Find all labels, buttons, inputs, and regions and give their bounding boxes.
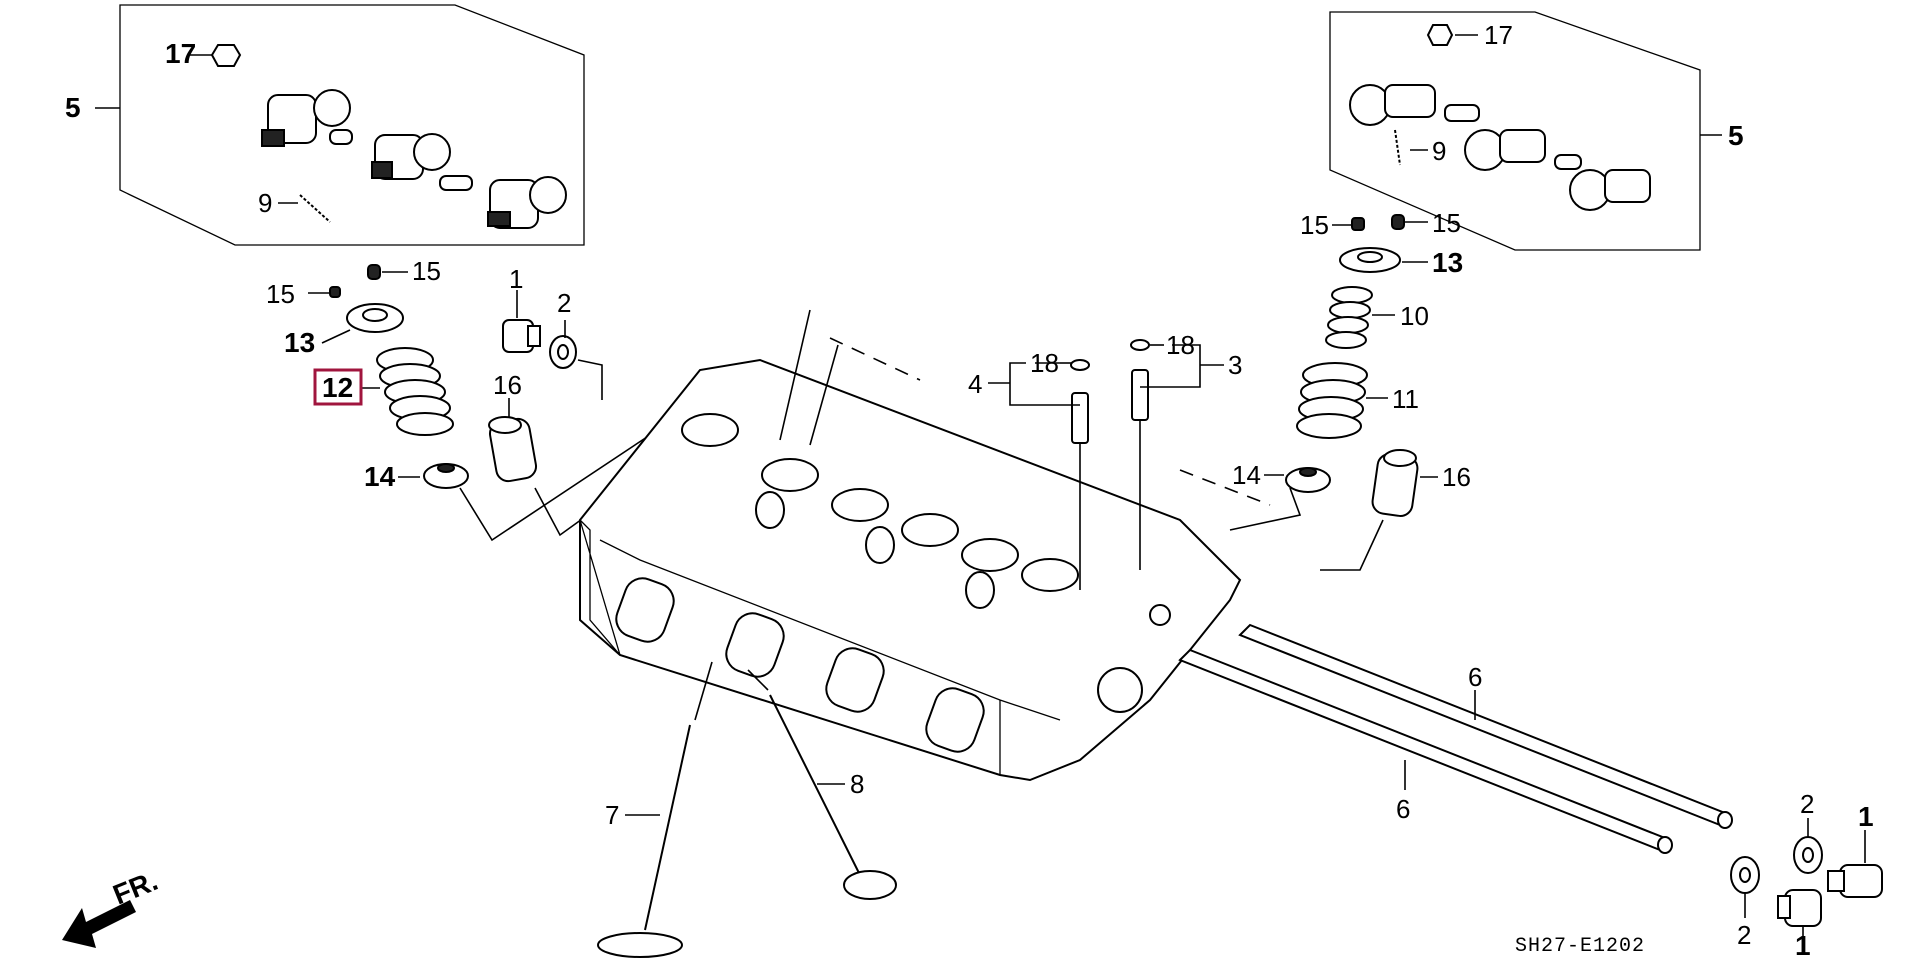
washer-2-top	[549, 320, 603, 400]
lost-motion-spring-left	[299, 194, 331, 223]
lifter-16-left	[488, 398, 651, 537]
callout-2-bottom-b[interactable]: 2	[1737, 920, 1751, 950]
callout-15-right-a[interactable]: 15	[1300, 210, 1329, 240]
callout-17-left[interactable]: 17	[165, 38, 196, 69]
callout-11[interactable]: 11	[1392, 384, 1419, 414]
inner-spring-10	[1325, 286, 1395, 349]
callout-17-right[interactable]: 17	[1484, 20, 1513, 50]
callout-8[interactable]: 8	[850, 769, 864, 799]
pin-3	[1131, 369, 1149, 421]
valve-stem-seal-14-left	[398, 434, 651, 542]
cam-journals	[681, 413, 1079, 609]
o-ring-18-a	[1070, 359, 1090, 371]
valve-stem-seal-14-right	[1229, 467, 1331, 531]
rocker-arm-r1	[1349, 84, 1436, 126]
bolt-1-top	[502, 290, 541, 353]
callout-15-right-b[interactable]: 15	[1432, 208, 1461, 238]
rocker-arm-3	[487, 176, 567, 229]
rocker-shaft-pin-1	[329, 129, 353, 145]
exhaust-valve-8	[747, 669, 897, 900]
fasteners-bottom-right	[1730, 818, 1883, 945]
rocker-arm-2	[371, 133, 451, 180]
o-ring-18-b	[1130, 339, 1150, 351]
callout-14-left[interactable]: 14	[364, 461, 396, 492]
callout-16-left[interactable]: 16	[493, 370, 522, 400]
callout-1-bottom-b[interactable]: 1	[1795, 930, 1811, 959]
rocker-shafts	[1178, 623, 1733, 854]
callout-5-right[interactable]: 5	[1728, 120, 1744, 151]
callout-6-lower[interactable]: 6	[1396, 794, 1410, 824]
callout-15-left-b[interactable]: 15	[266, 279, 295, 309]
intake-valve-7	[597, 661, 713, 958]
pin-4	[1071, 392, 1089, 444]
callout-16-right[interactable]: 16	[1442, 462, 1471, 492]
spark-plug-hole	[1097, 667, 1143, 713]
callout-9-right[interactable]: 9	[1432, 136, 1446, 166]
callout-13-right[interactable]: 13	[1432, 247, 1463, 278]
callout-7[interactable]: 7	[605, 800, 619, 830]
callout-9-left[interactable]: 9	[258, 188, 272, 218]
callout-18-a[interactable]: 18	[1030, 348, 1059, 378]
rocker-arm-r3	[1569, 169, 1651, 211]
rocker-shaft-6-upper	[1238, 623, 1733, 829]
callout-5-left[interactable]: 5	[65, 92, 81, 123]
ports	[615, 577, 985, 753]
rocker-arm-1	[261, 89, 351, 147]
callout-12-highlighted[interactable]: 12	[322, 372, 353, 403]
cylinder-head	[579, 309, 1271, 782]
callout-1-bottom-a[interactable]: 1	[1858, 801, 1874, 832]
front-label: FR.	[109, 865, 162, 911]
rocker-shaft-pin-r1	[1444, 104, 1480, 122]
front-direction-arrow	[62, 900, 136, 948]
rocker-shaft-pin-r2	[1554, 154, 1582, 170]
valve-cotter-15-left	[308, 264, 408, 298]
callout-13-left[interactable]: 13	[284, 327, 315, 358]
rocker-arm-r2	[1464, 129, 1546, 171]
callout-2-top[interactable]: 2	[557, 288, 571, 318]
bolt-1-br1	[1827, 864, 1883, 898]
callout-18-b[interactable]: 18	[1166, 330, 1195, 360]
lock-nut-17-right	[1426, 24, 1454, 46]
diagram-code: SH27-E1202	[1515, 935, 1645, 958]
callout-15-left-a[interactable]: 15	[412, 256, 441, 286]
valve-cotter-15-right	[1332, 214, 1428, 231]
valve-spring-retainer-13-left	[321, 303, 404, 344]
dowel-pins	[988, 339, 1224, 590]
callout-6-upper[interactable]: 6	[1468, 662, 1482, 692]
outer-spring-11	[1296, 362, 1388, 439]
callout-1-top[interactable]: 1	[509, 264, 523, 294]
callout-2-bottom-a[interactable]: 2	[1800, 789, 1814, 819]
rocker-arm-group-left	[95, 4, 585, 246]
rocker-shaft-pin-2	[439, 175, 473, 191]
lost-motion-spring-right	[1394, 129, 1401, 166]
lifter-16-right	[1320, 449, 1438, 571]
callout-3[interactable]: 3	[1228, 350, 1242, 380]
valve-spring-retainer-13-right	[1339, 247, 1428, 273]
callout-4[interactable]: 4	[968, 369, 982, 399]
lock-nut-17-left	[210, 44, 242, 67]
part-12-highlight-box	[313, 368, 363, 406]
rocker-arm-group-right	[1329, 11, 1722, 251]
callout-10[interactable]: 10	[1400, 301, 1429, 331]
callout-14-right[interactable]: 14	[1232, 460, 1261, 490]
valve-spring-12-left	[362, 347, 454, 436]
bolt-1-br2	[1777, 889, 1822, 927]
rocker-shaft-6-lower	[1178, 648, 1673, 854]
